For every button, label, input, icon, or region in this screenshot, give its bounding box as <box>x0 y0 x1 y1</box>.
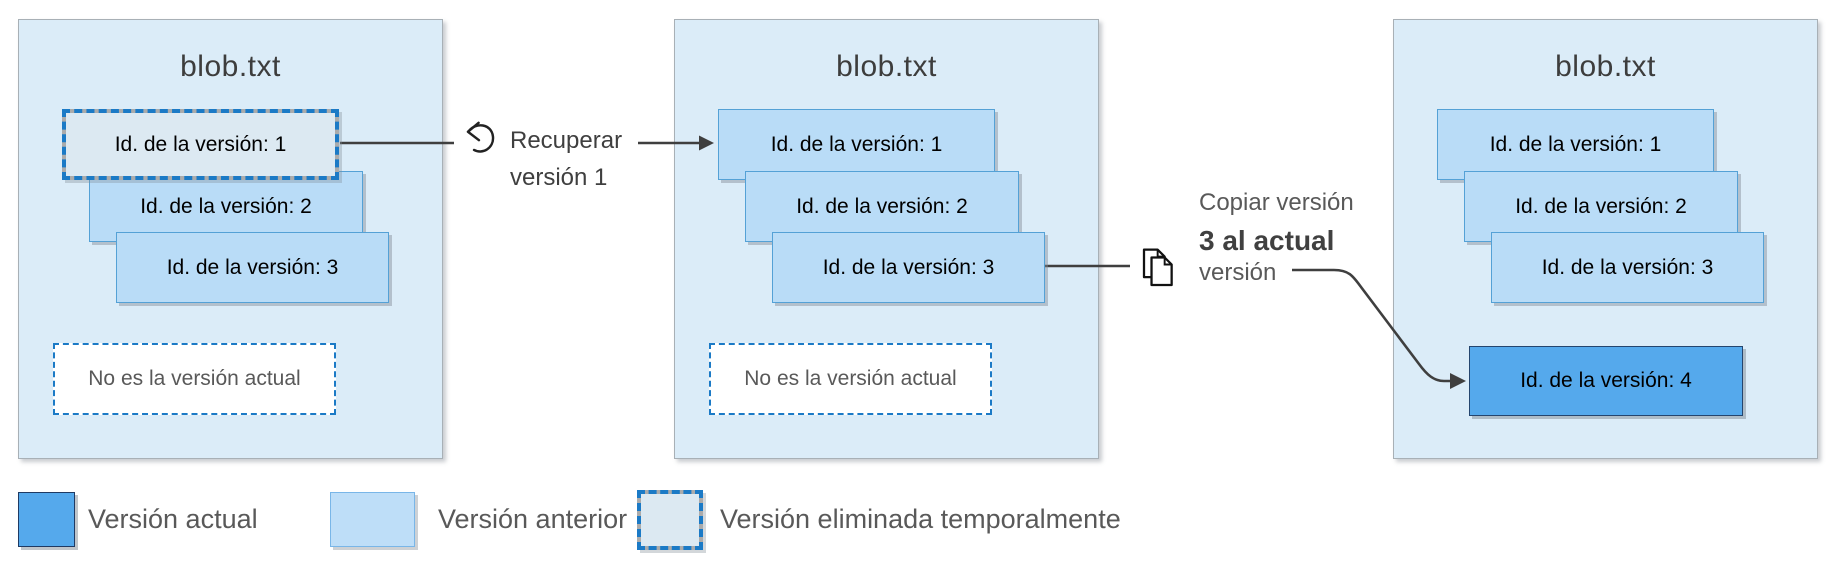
version-box-3: Id. de la versión: 3 <box>116 232 389 303</box>
version-label: Id. de la versión: 3 <box>1541 255 1714 279</box>
blob-panel-3: blob.txt Id. de la versión: 1 Id. de la … <box>1393 19 1818 459</box>
version-box-2: Id. de la versión: 2 <box>1464 171 1738 242</box>
version-label: Id. de la versión: 1 <box>770 132 943 156</box>
version-box-1: Id. de la versión: 1 <box>1437 109 1714 180</box>
version-label: Id. de la versión: 2 <box>796 194 968 218</box>
legend-swatch-soft-deleted-version <box>637 490 703 550</box>
panel-title: blob.txt <box>836 50 937 83</box>
blob-panel-2: blob.txt Id. de la versión: 1 Id. de la … <box>674 19 1099 459</box>
legend-label-current-version: Versión actual <box>88 504 258 534</box>
legend-swatch-previous-version <box>330 492 415 547</box>
not-current-version-box: No es la versión actual <box>709 343 992 415</box>
copy-icon <box>1142 248 1173 287</box>
legend-swatch-current-version <box>18 492 75 547</box>
version-box-3: Id. de la versión: 3 <box>772 232 1045 303</box>
panel-title: blob.txt <box>180 50 281 83</box>
not-current-version-box: No es la versión actual <box>53 343 336 415</box>
version-label: Id. de la versión: 2 <box>140 194 312 218</box>
version-label: Id. de la versión: 2 <box>1515 194 1687 218</box>
panel-title: blob.txt <box>1555 50 1656 83</box>
recover-annotation-line-2: versión 1 <box>510 164 608 191</box>
version-label: Id. de la versión: 4 <box>1520 369 1692 392</box>
copy-annotation-line-2: 3 al actual <box>1199 225 1335 256</box>
copy-annotation-line-1: Copiar versión <box>1199 189 1354 216</box>
undo-icon <box>466 121 495 153</box>
blob-panel-1: blob.txt Id. de la versión: 1 Id. de la … <box>18 19 443 459</box>
not-current-version-label: No es la versión actual <box>744 367 957 390</box>
recover-annotation-line-1: Recuperar <box>510 127 623 154</box>
copy-annotation-line-3: versión <box>1199 259 1277 286</box>
version-label: Id. de la versión: 3 <box>166 255 339 279</box>
version-box-current-4: Id. de la versión: 4 <box>1469 346 1743 416</box>
not-current-version-label: No es la versión actual <box>88 367 301 390</box>
version-label: Id. de la versión: 1 <box>1489 132 1662 156</box>
copy-annotation: Copiar versión 3 al actual versión <box>1199 188 1354 286</box>
version-box-2: Id. de la versión: 2 <box>745 171 1019 242</box>
legend-label-previous-version: Versión anterior <box>438 504 628 534</box>
version-box-soft-deleted-1: Id. de la versión: 1 <box>62 109 339 180</box>
version-box-2: Id. de la versión: 2 <box>89 171 363 242</box>
recover-annotation: Recuperar versión 1 <box>510 122 622 196</box>
version-box-3: Id. de la versión: 3 <box>1491 232 1764 303</box>
legend-label-soft-deleted-version: Versión eliminada temporalmente <box>720 504 1121 534</box>
version-box-1: Id. de la versión: 1 <box>718 109 995 180</box>
version-label: Id. de la versión: 3 <box>822 255 995 279</box>
version-label: Id. de la versión: 1 <box>114 132 287 156</box>
